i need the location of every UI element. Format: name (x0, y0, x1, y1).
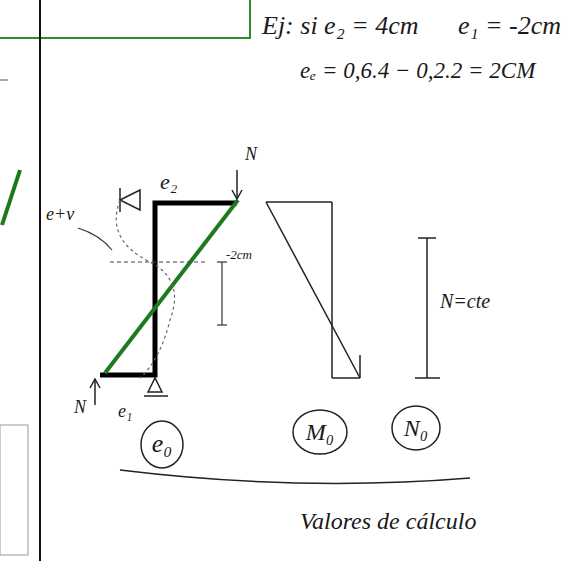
moment-diagram (331, 202, 333, 378)
handwritten-label: N=cte (440, 290, 490, 312)
load-arrow (94, 380, 96, 405)
deformed-shape (116, 200, 174, 378)
handwritten-label: e₁ = -2cm (458, 12, 561, 41)
moment-diagram (266, 202, 360, 378)
symbol-text: e₀ (152, 430, 173, 459)
dimension-line (221, 262, 222, 325)
symbol-text: N₀ (404, 415, 428, 441)
load-arrow (232, 190, 242, 199)
handwritten-label: e+v (46, 205, 74, 225)
roller-support (144, 395, 168, 397)
load-arrow (90, 379, 100, 388)
green-line (105, 200, 238, 373)
handwritten-label: Ej: si e₂ = 4cm (262, 12, 419, 41)
roller-support (148, 378, 162, 392)
handwritten-label: N (245, 145, 257, 165)
dimension-tick (217, 324, 227, 325)
circled-symbol: N₀ (391, 405, 441, 451)
circled-symbol: e₀ (140, 420, 184, 469)
axial-diagram (426, 238, 428, 378)
circled-symbol: M₀ (292, 409, 348, 455)
moment-diagram (332, 377, 360, 379)
handwritten-label: N (74, 398, 86, 418)
handwritten-label: e₂ (160, 170, 177, 194)
symbol-text: M₀ (306, 419, 334, 445)
pin-support (120, 190, 140, 210)
frame-line (39, 0, 41, 561)
axial-diagram (415, 377, 440, 379)
load-arrow (236, 170, 238, 198)
handwritten-label: Valores de cálculo (300, 508, 476, 534)
green-frame (0, 0, 250, 38)
panel-edge (0, 80, 8, 81)
moment-diagram (266, 201, 332, 203)
handwritten-label: -2cm (226, 248, 252, 262)
leader-line (78, 228, 112, 250)
handwritten-label: e₁ (118, 402, 132, 422)
dimension-line (110, 262, 205, 263)
underline (120, 470, 470, 483)
handwritten-label: eₑ = 0,6.4 − 0,2.2 = 2CM (300, 58, 535, 83)
panel-edge (0, 425, 28, 555)
dimension-tick (217, 261, 227, 262)
moment-diagram (359, 355, 361, 378)
axial-diagram (418, 237, 436, 239)
green-stroke (2, 170, 20, 225)
